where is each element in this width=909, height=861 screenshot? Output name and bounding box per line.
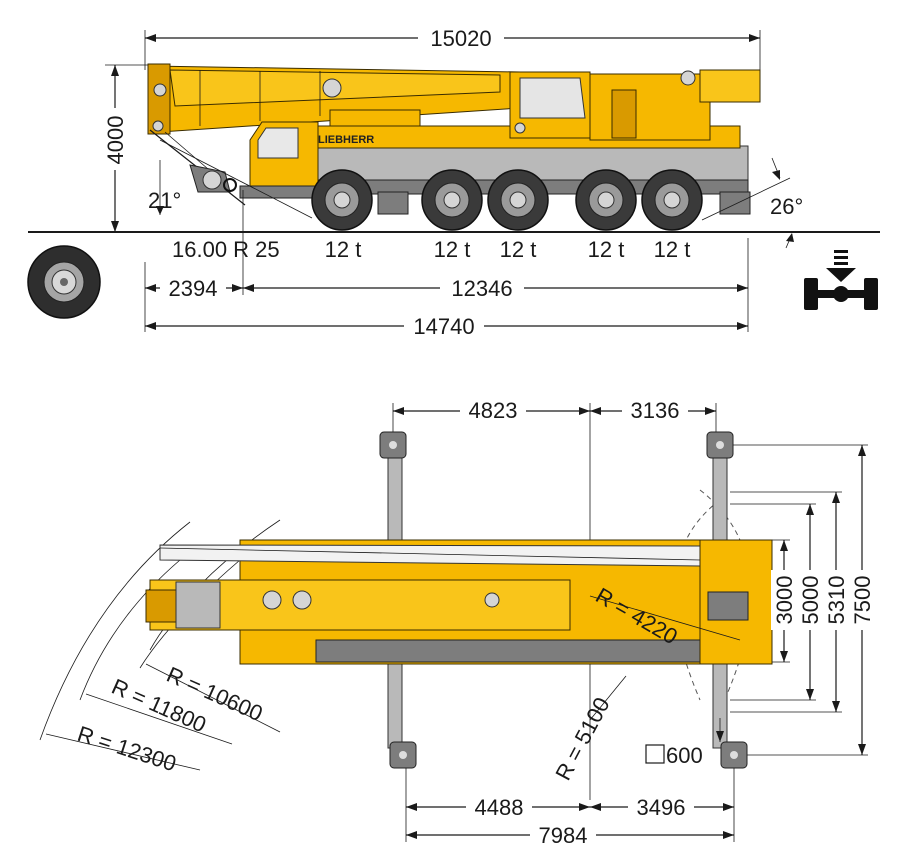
outrigger-pads [379,431,748,769]
superstructure [509,69,761,141]
svg-text:R = 5100: R = 5100 [550,693,614,784]
dim-pads-total: 7984 [406,822,734,848]
pad-rear-label: 3496 [637,795,686,820]
outrigger-front-label: 4823 [469,398,518,423]
front-overhang-label: 2394 [169,276,218,301]
svg-text:5000: 5000 [798,576,823,625]
carrier-top [145,539,773,665]
height-label: 4000 [103,116,128,165]
outrigger-box-rear [719,191,751,215]
axle-load-icon [804,250,878,310]
outrigger-box-front [377,191,409,215]
tire-size-label: 16.00 R 25 [172,237,280,262]
axle-load-3: 12 t [500,237,537,262]
radius-5100: R = 5100 [550,693,614,784]
svg-text:3000: 3000 [772,576,797,625]
wheelbase-label: 12346 [451,276,512,301]
approach-angle: 21° [148,139,313,219]
dim-vehicle-length: 14740 [145,313,748,339]
pad-total-label: 7984 [539,823,588,848]
departure-angle: 26° [701,157,803,249]
departure-angle-label: 26° [770,194,803,219]
pad-size: 600 [645,718,724,768]
axle-load-5: 12 t [654,237,691,262]
brand-label: LIEBHERR [318,134,374,146]
svg-text:R = 12300: R = 12300 [74,721,179,776]
side-view: 15020 4000 [27,24,880,339]
tire-icon [27,245,101,319]
driver-cab [239,121,321,199]
wheels-side [311,169,703,231]
axle-load-1: 12 t [325,237,362,262]
top-view: 4823 3136 [39,398,875,848]
svg-text:7500: 7500 [850,576,875,625]
dim-height: 4000 [101,64,150,232]
dim-width-5000: 5000 [730,503,823,701]
dim-overhang-wheelbase: 2394 12346 [144,238,749,332]
outrigger-rear-label: 3136 [631,398,680,423]
dim-overall-length: 15020 [144,24,761,70]
approach-angle-label: 21° [148,188,181,213]
dim-pads-longitudinal: 4488 3496 [405,768,735,842]
axle-load-4: 12 t [588,237,625,262]
dim-width-3000: 3000 [771,539,797,663]
radius-12300: R = 12300 [74,721,179,776]
hook-block [149,129,246,206]
dim-width-7500: 7500 [733,444,875,756]
svg-text:600: 600 [666,743,703,768]
dim-width-5310: 5310 [730,491,849,713]
axle-load-2: 12 t [434,237,471,262]
overall-length-label: 15020 [430,26,491,51]
svg-text:5310: 5310 [824,576,849,625]
pad-front-label: 4488 [475,795,524,820]
vehicle-length-label: 14740 [413,314,474,339]
